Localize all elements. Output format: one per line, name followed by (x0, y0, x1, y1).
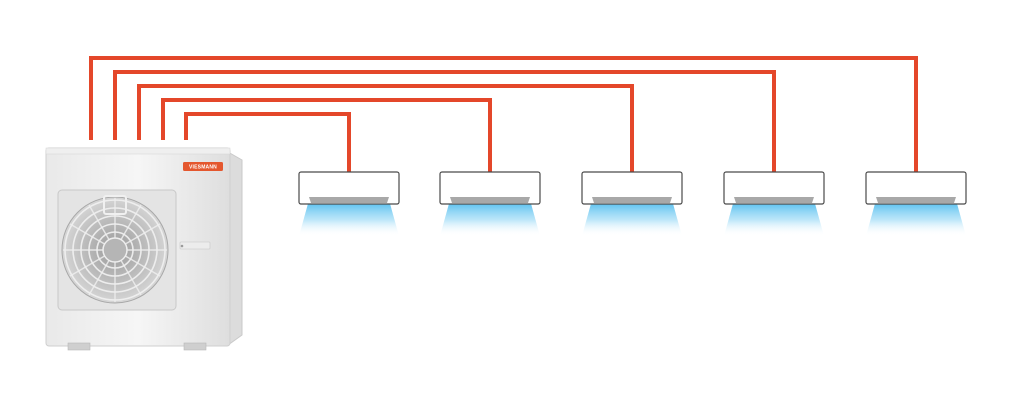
indoor-unit-body (439, 171, 541, 205)
brand-logo: VIESMANN (183, 162, 223, 171)
cold-airflow (299, 200, 399, 236)
indoor-unit-2 (439, 171, 541, 236)
pipe-to-indoor-unit-1 (184, 112, 351, 172)
fan-grille (61, 195, 169, 304)
refrigerant-pipes (89, 56, 918, 172)
indoor-unit-louver (734, 197, 814, 203)
indoor-units (298, 171, 967, 236)
indoor-unit-4 (723, 171, 825, 236)
pipe-to-indoor-unit-2 (161, 98, 492, 172)
indoor-unit-body (865, 171, 967, 205)
indoor-unit-3 (581, 171, 683, 236)
outdoor-unit: VIESMANN (45, 147, 243, 351)
indoor-unit-louver (309, 197, 389, 203)
pipe-to-indoor-unit-3 (137, 84, 634, 172)
indoor-unit-louver (592, 197, 672, 203)
pipe-to-indoor-unit-5 (89, 56, 918, 172)
svg-text:VIESMANN: VIESMANN (189, 165, 217, 171)
indoor-unit-5 (865, 171, 967, 236)
cold-airflow (582, 200, 682, 236)
indoor-unit-body (581, 171, 683, 205)
indoor-unit-louver (876, 197, 956, 203)
indoor-unit-body (723, 171, 825, 205)
cold-airflow (440, 200, 540, 236)
cold-airflow (866, 200, 966, 236)
pipe-to-indoor-unit-4 (113, 70, 776, 172)
indoor-unit-1 (298, 171, 400, 236)
cold-airflow (724, 200, 824, 236)
indoor-unit-louver (450, 197, 530, 203)
indoor-unit-body (298, 171, 400, 205)
